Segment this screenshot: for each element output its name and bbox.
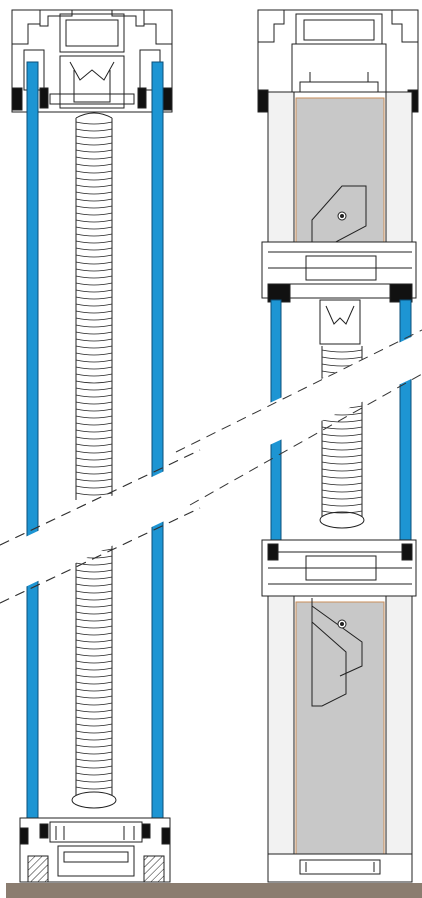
left-top-seal-c <box>39 87 49 109</box>
left-top-seal-d <box>137 87 147 109</box>
right-glass-pane-b <box>399 299 412 549</box>
right-meeting-rail-lower <box>261 539 417 597</box>
left-spring-upper <box>75 112 113 500</box>
left-break-lines-overlay <box>0 449 201 604</box>
right-upper-insert <box>295 97 385 245</box>
floor-slab <box>6 883 422 898</box>
left-top-seal-a <box>11 87 23 111</box>
right-lower-lock <box>311 598 347 707</box>
left-glass-pane-b <box>151 61 164 825</box>
left-spring-lower <box>71 540 117 809</box>
right-break-gap <box>216 332 422 470</box>
right-top-seal-a <box>257 89 269 113</box>
right-meeting-rail-upper <box>261 241 417 345</box>
left-sill-profile <box>19 817 171 883</box>
left-sill-block-b <box>143 855 165 883</box>
left-break-gap <box>0 456 196 599</box>
right-lower-insert <box>295 601 385 859</box>
right-section <box>257 9 419 883</box>
left-sill-block-a <box>27 855 49 883</box>
right-sill-profile <box>267 853 413 883</box>
left-glass-pane-a <box>26 61 39 825</box>
right-break-lines <box>175 329 422 506</box>
right-head-profile <box>257 9 419 97</box>
left-section <box>11 9 173 883</box>
